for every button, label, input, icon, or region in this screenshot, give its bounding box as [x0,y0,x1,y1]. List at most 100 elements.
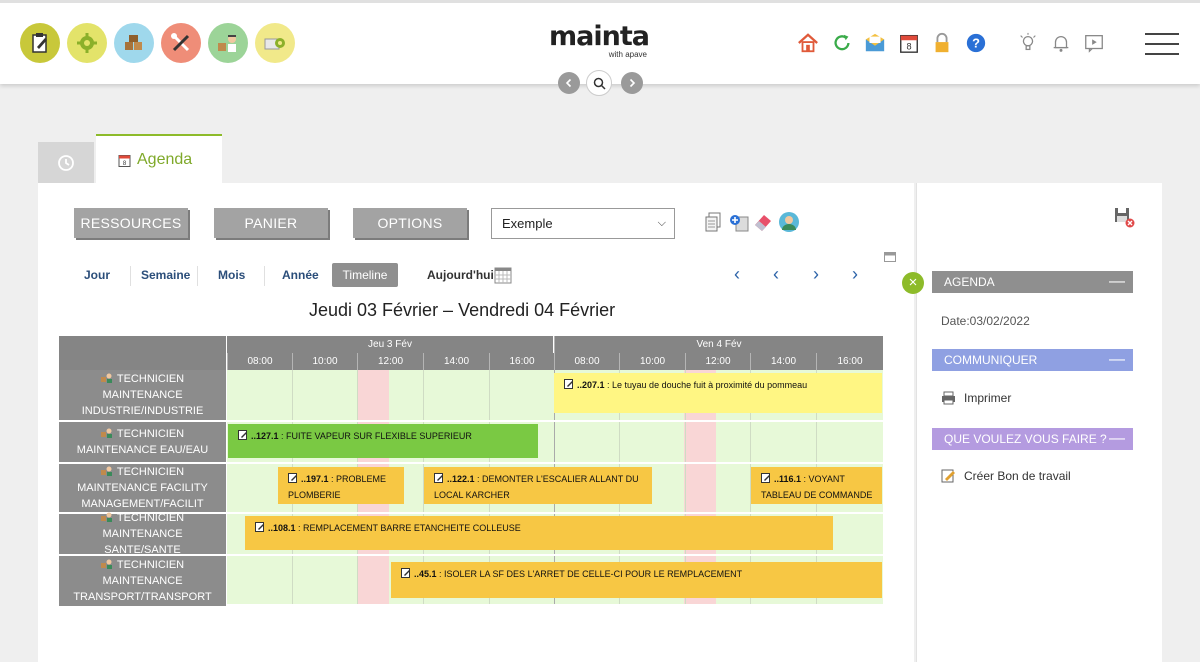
view-preset-value: Exemple [502,216,553,231]
view-separator [264,266,265,286]
home-icon[interactable] [796,31,820,55]
pencil-icon [434,473,443,483]
next-day-arrow[interactable]: › [813,264,819,284]
module-maintenance[interactable] [67,23,107,63]
hour-header: 14:00 [750,353,816,370]
mainta-logo[interactable]: mainta with apave [549,21,650,63]
lock-icon[interactable] [930,31,954,55]
hour-header: 08:00 [227,353,292,370]
module-suppliers[interactable] [208,23,248,63]
technician-icon [100,466,112,476]
options-button[interactable]: OPTIONS [353,208,467,238]
chevron-left-icon [565,78,572,88]
svg-text:8: 8 [123,161,127,167]
clipboard-icon [32,33,47,53]
resource-label[interactable]: TECHNICIEN MAINTENANCE EAU/EAU [59,422,226,464]
tab-agenda-label: Agenda [137,151,193,168]
pencil-icon [238,430,247,440]
calendar-icon: 8 [118,154,131,167]
view-semaine[interactable]: Semaine [141,268,191,282]
resource-label[interactable]: TECHNICIEN MAINTENANCE FACILITY MANAGEME… [59,464,226,514]
work-order-event[interactable]: ..45.1 : ISOLER LA SF DES L'ARRET DE CEL… [391,562,882,598]
hour-header: 16:00 [816,353,883,370]
resource-label[interactable]: TECHNICIEN MAINTENANCE INDUSTRIE/INDUSTR… [59,370,226,422]
hour-header: 10:00 [619,353,685,370]
next-period-arrow[interactable]: › [852,264,858,284]
ressources-button[interactable]: RESSOURCES [74,208,188,238]
calendar-icon[interactable]: 8 [897,31,921,55]
logo-wordmark: mainta [549,21,650,52]
agenda-date: Date:03/02/2022 [941,314,1030,328]
bell-icon[interactable] [1049,31,1073,55]
scheduler-corner [59,336,226,370]
prev-nav-button[interactable] [558,72,580,94]
previous-period-arrow[interactable]: ‹ [734,264,740,284]
work-order-event[interactable]: ..116.1 : VOYANT TABLEAU DE COMMANDE [751,467,882,504]
video-icon[interactable] [1082,31,1106,55]
printer-icon [942,391,955,405]
chevron-right-icon [629,78,636,88]
minimize-icon[interactable]: — [1109,351,1125,368]
mail-icon[interactable] [863,31,887,55]
date-range-title: Jeudi 03 Février – Vendredi 04 Février [309,300,616,320]
minimize-icon[interactable]: — [1109,430,1125,447]
module-stock[interactable] [114,23,154,63]
chevron-down-icon: ⌵ [657,217,666,229]
collapse-icon[interactable] [884,252,896,262]
view-timeline[interactable]: Timeline [332,263,398,287]
module-settings[interactable] [255,23,295,63]
view-annee[interactable]: Année [282,268,319,282]
copy-icon[interactable] [703,211,725,233]
work-order-event[interactable]: ..108.1 : REMPLACEMENT BARRE ETANCHEITE … [245,516,833,550]
svg-text:?: ? [972,36,980,51]
menu-hamburger-icon[interactable] [1145,33,1179,55]
view-separator [197,266,198,286]
work-order-event[interactable]: ..127.1 : FUITE VAPEUR SUR FLEXIBLE SUPE… [228,424,538,458]
work-order-event[interactable]: ..122.1 : DEMONTER L'ESCALIER ALLANT DU … [424,467,652,504]
module-tools[interactable] [161,23,201,63]
svg-text:8: 8 [906,41,911,51]
create-work-order-action[interactable]: Créer Bon de travail [941,469,1071,483]
user-icon[interactable] [778,211,800,233]
help-icon[interactable]: ? [964,31,988,55]
view-mois[interactable]: Mois [218,268,246,282]
panier-button[interactable]: PANIER [214,208,328,238]
save-icon[interactable] [1113,206,1135,228]
work-order-event[interactable]: ..197.1 : PROBLEME PLOMBERIE [278,467,404,504]
lightbulb-icon[interactable] [1016,31,1040,55]
day-header: Jeu 3 Fév [227,336,553,353]
work-order-event[interactable]: ..207.1 : Le tuyau de douche fuit à prox… [554,373,882,413]
previous-day-arrow[interactable]: ‹ [773,264,779,284]
history-icon [58,154,74,171]
refresh-icon[interactable] [830,31,854,55]
calendar-grid-icon[interactable] [494,266,512,284]
technician-icon [100,428,112,438]
view-separator [130,266,131,286]
minimize-icon[interactable]: — [1109,273,1125,290]
agenda-section-header[interactable]: AGENDA— [932,271,1133,293]
communiquer-section-header[interactable]: COMMUNIQUER— [932,349,1133,371]
action-section-header[interactable]: QUE VOULEZ VOUS FAIRE ?— [932,428,1133,450]
hour-header: 12:00 [357,353,423,370]
search-nav-button[interactable] [586,70,612,96]
view-jour[interactable]: Jour [84,268,111,282]
boxes-icon [125,35,142,50]
agenda-side-panel [916,183,1162,662]
module-interventions[interactable] [20,23,60,63]
close-side-panel-button[interactable]: × [902,272,924,294]
resource-label[interactable]: TECHNICIEN MAINTENANCE SANTE/SANTE [59,512,226,556]
add-document-icon[interactable] [728,211,750,233]
hour-header: 14:00 [423,353,489,370]
tab-agenda[interactable]: 8 Agenda [96,134,222,184]
resource-label[interactable]: TECHNICIEN MAINTENANCE TRANSPORT/TRANSPO… [59,556,226,608]
today-button[interactable]: Aujourd'hui [427,268,494,282]
worker-icon [218,35,236,52]
view-preset-select[interactable]: Exemple ⌵ [491,208,675,239]
tab-history[interactable] [38,142,94,183]
pencil-icon [564,379,573,389]
next-nav-button[interactable] [621,72,643,94]
print-action[interactable]: Imprimer [941,391,1011,405]
logo-subtitle: with apave [608,50,647,59]
eraser-icon[interactable] [752,211,774,233]
hour-header: 10:00 [292,353,357,370]
